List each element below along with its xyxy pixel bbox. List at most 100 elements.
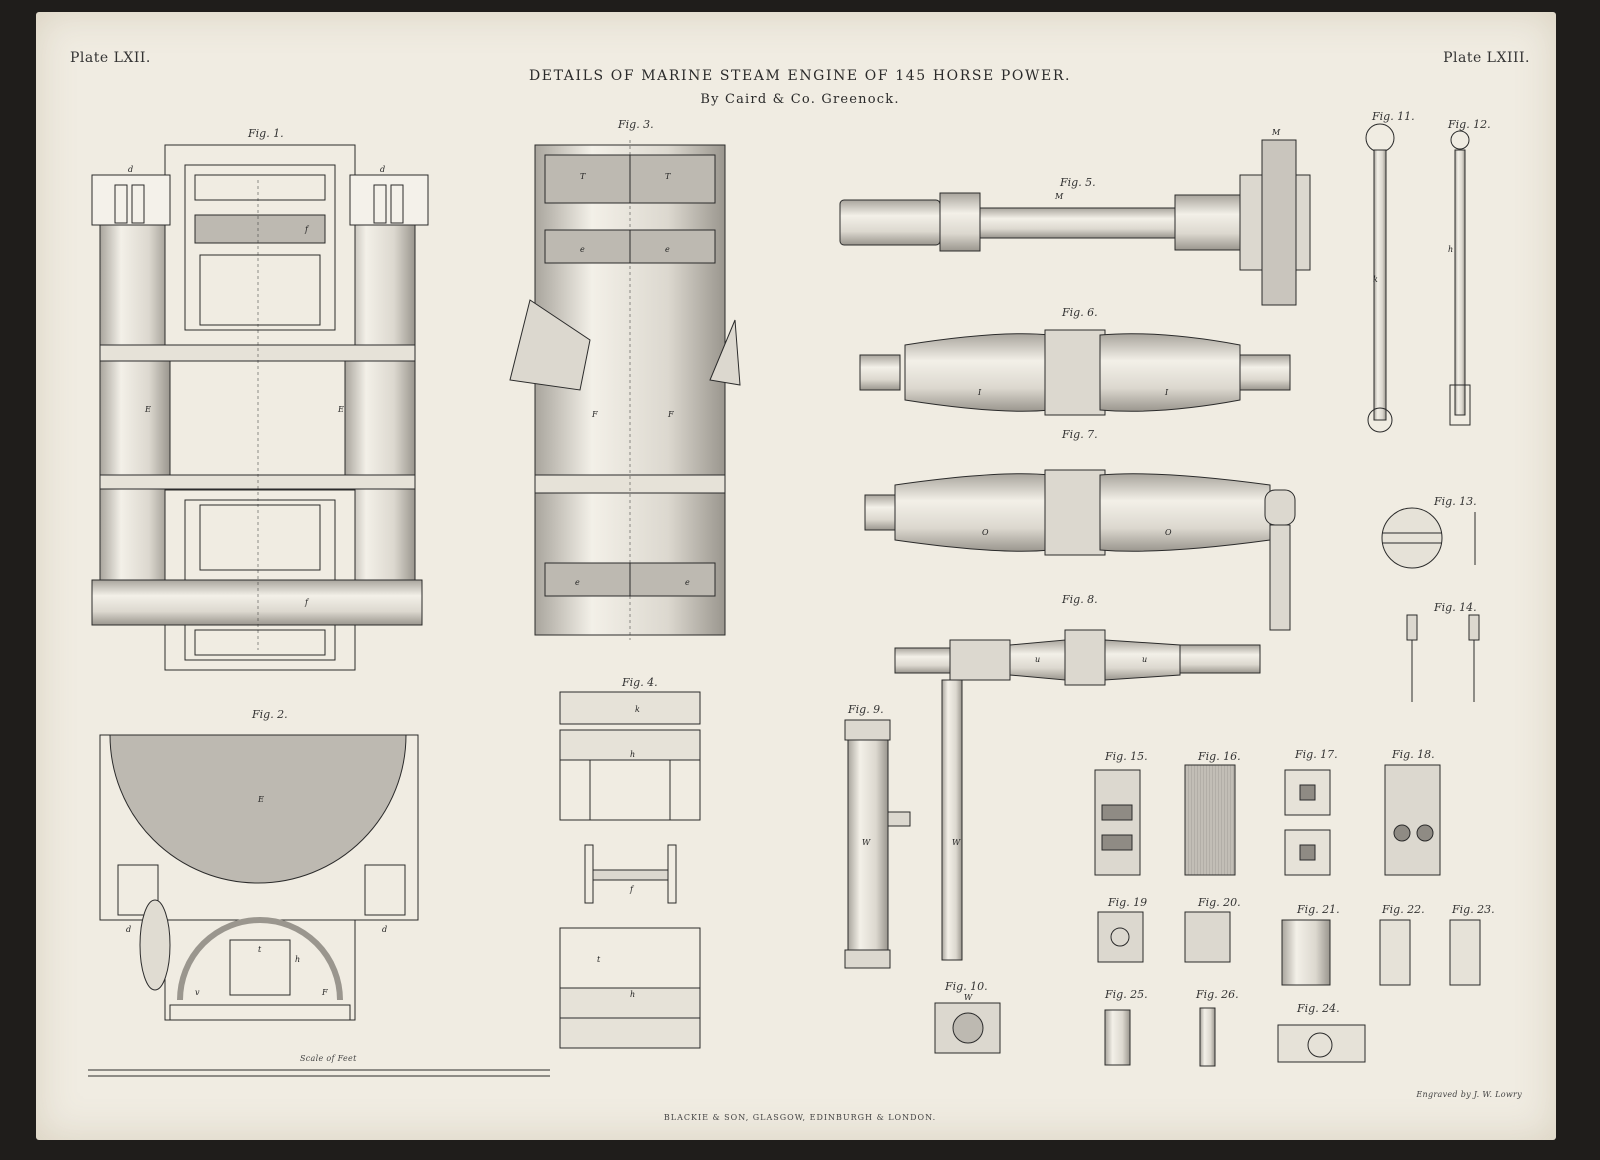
part-label-I: I (1165, 388, 1169, 397)
engraver-credit: Engraved by J. W. Lowry (1416, 1090, 1522, 1099)
fig-3-label: Fig. 3. (618, 118, 654, 131)
plate-left: Plate LXII. (70, 50, 151, 66)
fig21-fitting (1281, 919, 1331, 986)
fig-10-label: Fig. 10. (945, 980, 988, 993)
fig5-crank-shaft (839, 139, 1311, 306)
fig14-pins (1406, 614, 1480, 702)
fig-20-label: Fig. 20. (1198, 896, 1241, 909)
fig1-cylinder-front (91, 144, 429, 671)
fig20-fitting (1184, 911, 1231, 963)
fig3-cylinder-side (509, 140, 741, 640)
fig-8-label: Fig. 8. (1062, 593, 1098, 606)
fig-23-label: Fig. 23. (1452, 903, 1495, 916)
fig-2-label: Fig. 2. (252, 708, 288, 721)
part-label-T: T (665, 172, 671, 181)
fig-14-label: Fig. 14. (1434, 601, 1477, 614)
fig-5-label: Fig. 5. (1060, 176, 1096, 189)
fig7-lever-with-crank (864, 469, 1296, 631)
fig22-fitting (1379, 919, 1411, 986)
fig19-fitting (1097, 911, 1144, 963)
part-label-M: M (1272, 128, 1281, 137)
part-label-u: u (1142, 655, 1148, 664)
fig-24-label: Fig. 24. (1297, 1002, 1340, 1015)
part-label-E: E (258, 795, 264, 804)
part-label-f: f (305, 225, 308, 234)
part-label-F: F (322, 988, 328, 997)
part-label-O: O (982, 528, 989, 537)
part-label-E: E (338, 405, 344, 414)
part-label-d: d (380, 165, 386, 174)
fig15-valve (1094, 769, 1141, 876)
fig-12-label: Fig. 12. (1448, 118, 1491, 131)
fig23-fitting (1449, 919, 1481, 986)
plate-right: Plate LXIII. (1443, 50, 1530, 66)
part-label-e: e (685, 578, 690, 587)
fig13-disc (1381, 507, 1476, 569)
fig16-valve-section (1184, 764, 1236, 876)
part-label-d: d (128, 165, 134, 174)
part-label-t: t (597, 955, 601, 964)
fig-4-label: Fig. 4. (622, 676, 658, 689)
fig12-rod (1449, 130, 1471, 426)
title: DETAILS OF MARINE STEAM ENGINE OF 145 HO… (528, 68, 1072, 84)
subtitle: By Caird & Co. Greenock. (700, 92, 900, 107)
fig11-rod (1365, 123, 1395, 433)
part-label-d: d (382, 925, 388, 934)
part-label-d: d (126, 925, 132, 934)
part-label-f: f (305, 598, 308, 607)
part-label-W: W (964, 993, 973, 1002)
fig-25-label: Fig. 25. (1105, 988, 1148, 1001)
fig-9-label: Fig. 9. (848, 703, 884, 716)
part-label-e: e (665, 245, 670, 254)
fig-22-label: Fig. 22. (1382, 903, 1425, 916)
scale-bar (88, 1069, 550, 1077)
part-label-e: e (580, 245, 585, 254)
part-label-W: W (862, 838, 871, 847)
fig-16-label: Fig. 16. (1198, 750, 1241, 763)
fig17-block (1284, 769, 1331, 876)
part-label-T: T (580, 172, 586, 181)
fig10-fitting (934, 1002, 1001, 1054)
part-label-F: F (592, 410, 598, 419)
part-label-e: e (575, 578, 580, 587)
fig-15-label: Fig. 15. (1105, 750, 1148, 763)
fig-11-label: Fig. 11. (1372, 110, 1415, 123)
fig8-beam (894, 629, 1261, 961)
part-label-O: O (1165, 528, 1172, 537)
part-label-E: E (145, 405, 151, 414)
part-label-W: W (952, 838, 961, 847)
fig26-fitting (1199, 1007, 1216, 1067)
part-label-t: t (258, 945, 262, 954)
fig18-block (1384, 764, 1441, 876)
fig-18-label: Fig. 18. (1392, 748, 1435, 761)
part-label-h: h (295, 955, 301, 964)
part-label-I: I (978, 388, 982, 397)
part-label-u: u (1035, 655, 1041, 664)
part-label-f: f (630, 885, 633, 894)
part-label-h: h (630, 750, 636, 759)
fig-7-label: Fig. 7. (1062, 428, 1098, 441)
fig-13-label: Fig. 13. (1434, 495, 1477, 508)
fig9-pipe (844, 719, 911, 969)
fig-6-label: Fig. 6. (1062, 306, 1098, 319)
fig24-fitting (1277, 1024, 1366, 1063)
part-label-F: F (668, 410, 674, 419)
part-label-h: h (1448, 245, 1454, 254)
part-label-k: k (1373, 275, 1378, 284)
fig25-fitting (1104, 1009, 1131, 1066)
part-label-h: h (630, 990, 636, 999)
fig4-piston-details (559, 691, 701, 1049)
publisher-line: BLACKIE & SON, GLASGOW, EDINBURGH & LOND… (663, 1113, 937, 1122)
part-label-M: M (1055, 192, 1064, 201)
fig-1-label: Fig. 1. (248, 127, 284, 140)
fig-17-label: Fig. 17. (1295, 748, 1338, 761)
part-label-k: k (635, 705, 640, 714)
scale-label: Scale of Feet (300, 1054, 357, 1063)
fig-26-label: Fig. 26. (1196, 988, 1239, 1001)
part-label-v: v (195, 988, 200, 997)
fig-19-label: Fig. 19 (1108, 896, 1148, 909)
fig-21-label: Fig. 21. (1297, 903, 1340, 916)
fig2-cylinder-plan (99, 734, 419, 1021)
fig6-lever (859, 329, 1291, 416)
